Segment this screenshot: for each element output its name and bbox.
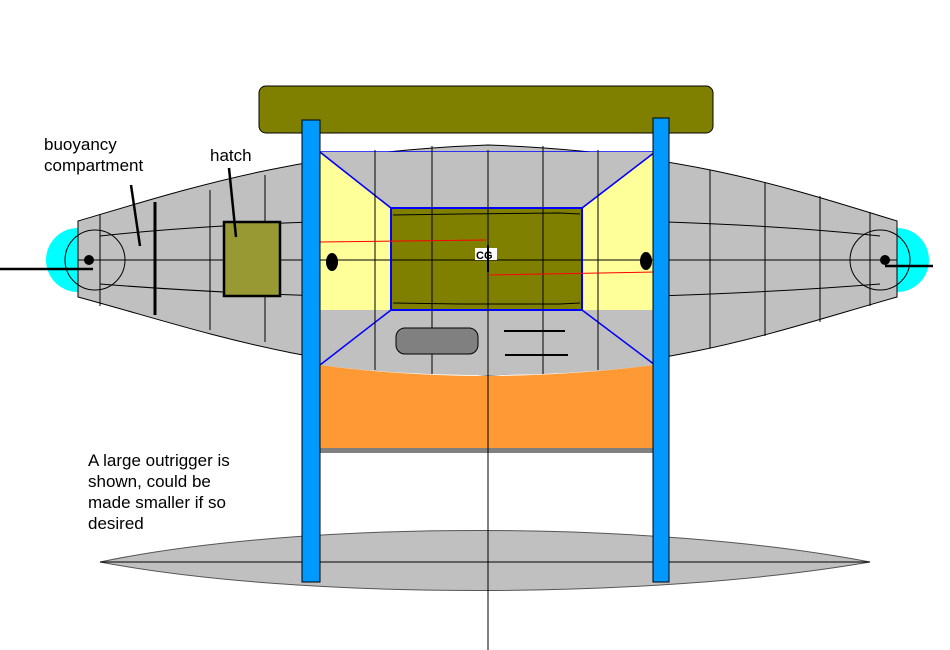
buoyancy-pointer xyxy=(129,184,142,247)
outrigger-hull xyxy=(99,530,871,591)
buoyancy-compartment-label: buoyancy compartment xyxy=(44,135,144,175)
hatch-pointer xyxy=(227,167,238,238)
bow-cap-left xyxy=(46,228,78,292)
forward-crossbeam xyxy=(258,85,714,134)
outrigger-note: A large outrigger is shown, could be mad… xyxy=(88,451,230,533)
hatch-label: hatch xyxy=(210,146,252,165)
aka-left xyxy=(301,119,321,583)
bow-cap-right xyxy=(897,228,929,292)
cg-label: CG xyxy=(476,250,493,262)
hatch xyxy=(222,220,282,298)
aka-right xyxy=(652,117,670,583)
cockpit-seat xyxy=(395,327,479,355)
mast-point-left xyxy=(326,253,338,271)
mast-point-right xyxy=(640,252,652,270)
